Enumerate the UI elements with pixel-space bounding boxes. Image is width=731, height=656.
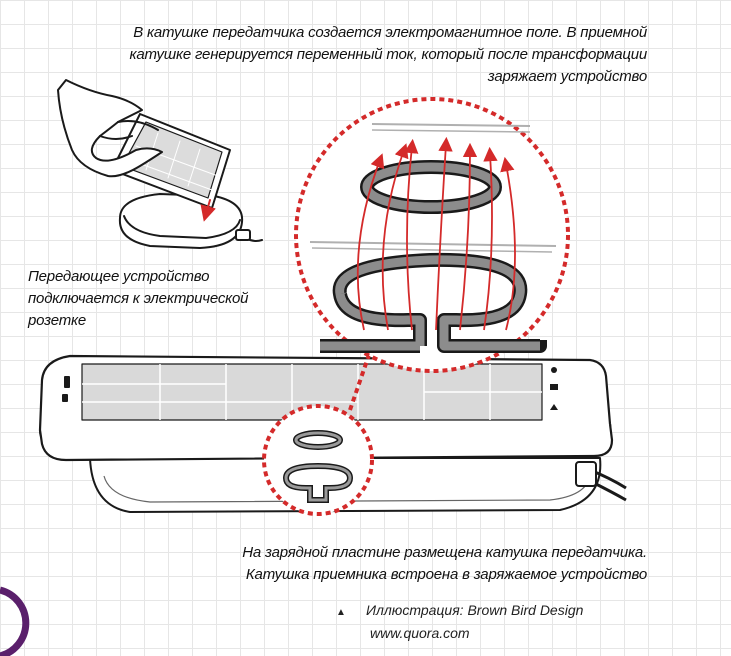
caption-bottom: На зарядной пластине размещена катушка п… — [242, 544, 647, 583]
credit-author: Иллюстрация: Brown Bird Design — [366, 602, 584, 618]
illustration-credit: ▲ Иллюстрация: Brown Bird Design www.quor… — [336, 600, 583, 643]
credit-url: www.quora.com — [370, 625, 470, 641]
purple-badge-fragment — [0, 586, 30, 656]
phone-side-buttons — [62, 367, 558, 410]
magnified-coil-inset — [294, 97, 570, 373]
small-charging-pad — [118, 193, 263, 249]
small-coil-inset — [262, 404, 374, 516]
large-phone — [38, 354, 614, 462]
small-phone — [111, 113, 231, 209]
caption-left: Передающее устройство подключается к эле… — [28, 268, 249, 329]
hand-phone-pad-sketch — [57, 79, 263, 249]
receiver-coil — [360, 160, 502, 214]
caption-top: В катушке передатчика создается электром… — [129, 24, 647, 85]
triangle-marker-icon: ▲ — [336, 607, 346, 618]
magnetic-field-lines — [356, 136, 516, 331]
hand — [57, 79, 163, 178]
transmitter-coil — [320, 252, 547, 353]
